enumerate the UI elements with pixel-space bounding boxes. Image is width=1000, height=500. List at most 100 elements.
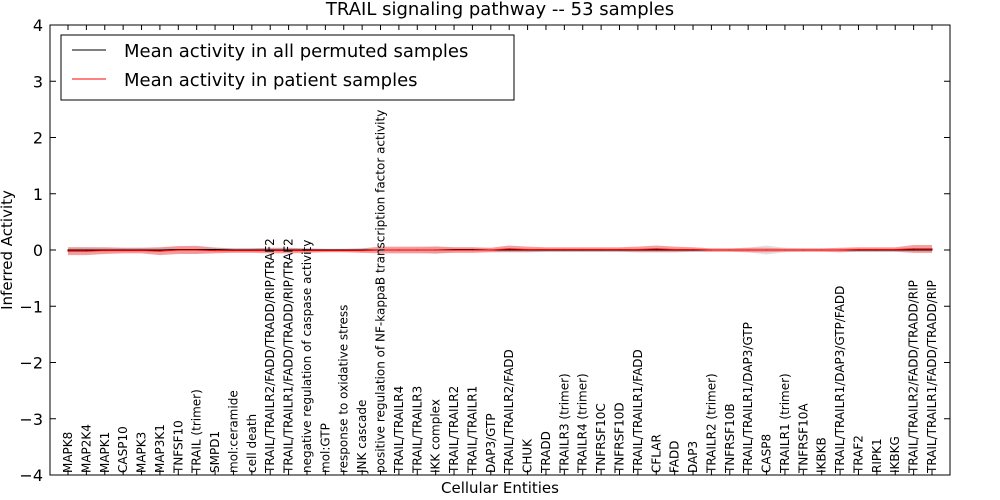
data-point	[379, 249, 382, 251]
data-point	[931, 249, 933, 251]
data-point	[269, 249, 271, 252]
data-point	[526, 248, 529, 251]
x-tick-label: response to oxidative stress	[337, 305, 351, 473]
y-tick-label: −3	[19, 410, 43, 429]
y-tick-label: −2	[19, 354, 43, 373]
data-point	[508, 249, 510, 251]
data-point	[765, 249, 768, 251]
series-line-patient	[68, 248, 932, 252]
data-point	[177, 249, 179, 251]
x-tick-label: MAPK1	[98, 432, 112, 473]
y-tick-label: −4	[19, 466, 43, 485]
data-point	[802, 249, 804, 251]
legend-label-patient: Mean activity in patient samples	[124, 70, 418, 91]
data-point	[655, 248, 657, 250]
y-tick-label: 4	[33, 16, 43, 35]
x-tick-label: TRAIL (trimer)	[190, 389, 204, 474]
data-point	[122, 249, 124, 252]
x-tick-label: TRAF2	[851, 435, 865, 474]
x-tick-label: TRAIL/TRAILR1/FADD/TRADD/RIP/TRAF2	[282, 238, 296, 474]
x-tick-label: mol:GTP	[318, 423, 332, 473]
data-point	[674, 248, 676, 251]
data-point	[453, 249, 455, 251]
data-point	[398, 249, 400, 251]
x-tick-label: TNFSF10	[171, 420, 185, 474]
x-tick-label: CFLAR	[649, 434, 663, 473]
x-tick-label: TRAIL/TRAILR2/FADD/TRADD/RIP	[907, 280, 921, 474]
x-tick-label: CASP10	[116, 426, 130, 473]
legend-label-permuted: Mean activity in all permuted samples	[124, 41, 468, 62]
series-lines	[67, 248, 933, 252]
x-tick-label: TRAILR1 (trimer)	[778, 373, 792, 474]
x-tick-label: TRAIL/TRAILR1	[465, 386, 479, 474]
x-tick-label: TRAIL/TRAILR3	[410, 386, 424, 474]
data-point	[435, 249, 437, 251]
data-point	[306, 249, 308, 252]
data-point	[913, 249, 915, 251]
data-point	[729, 249, 731, 251]
data-point	[67, 250, 69, 252]
data-point	[343, 249, 345, 252]
x-tick-label: MAPK3	[135, 432, 149, 473]
data-point	[85, 249, 87, 251]
data-point	[251, 249, 253, 252]
x-tick-label: TRAIL/TRAILR2/FADD/TRADD/RIP/TRAF2	[263, 238, 277, 474]
data-point	[324, 249, 326, 252]
y-tick-label: 3	[33, 72, 43, 91]
x-tick-label: TRADD	[539, 431, 553, 474]
data-point	[692, 248, 694, 251]
data-point	[85, 250, 87, 252]
x-tick-label: RIPK1	[870, 438, 884, 473]
data-point	[857, 248, 860, 251]
x-tick-label: negative regulation of caspase activity	[300, 240, 314, 473]
data-point	[600, 248, 602, 251]
data-point	[747, 249, 749, 251]
data-point	[618, 248, 621, 251]
x-tick-label: IKK complex	[429, 399, 443, 473]
data-point	[894, 248, 896, 251]
data-point	[104, 249, 106, 252]
x-tick-label: TRAILR4 (trimer)	[576, 373, 590, 474]
x-tick-label: TRAIL/TRAILR1/FADD/TRADD/RIP	[925, 280, 939, 474]
data-point	[710, 249, 713, 251]
x-tick-label: TNFRSF10A	[796, 403, 810, 474]
data-point	[214, 249, 216, 252]
data-point	[637, 248, 639, 251]
x-tick-label: IKBKG	[888, 436, 902, 473]
x-tick-label: TNFRSF10C	[594, 403, 608, 474]
x-tick-label: MAPK8	[61, 432, 75, 473]
data-point	[876, 248, 878, 251]
data-point	[839, 249, 841, 251]
x-tick-label: TRAILR3 (trimer)	[557, 373, 571, 474]
data-point	[913, 248, 915, 250]
x-tick-label: TRAIL/TRAILR4	[392, 386, 406, 474]
x-tick-label: DAP3/GTP	[484, 413, 498, 473]
data-point	[361, 249, 363, 252]
x-tick-label: TRAIL/TRAILR1/DAP3/GTP	[741, 322, 755, 474]
legend-box	[60, 34, 515, 101]
data-point	[214, 248, 216, 251]
data-point	[140, 249, 143, 252]
data-point	[821, 249, 823, 251]
x-tick-label: TRAIL/TRAILR2	[447, 386, 461, 474]
x-tick-label: positive regulation of NF-kappaB transcr…	[374, 110, 388, 473]
data-point	[287, 249, 290, 252]
x-tick-label: mol:ceramide	[226, 390, 240, 473]
data-point	[416, 249, 418, 251]
x-tick-label: SMPD1	[208, 431, 222, 473]
data-point	[508, 248, 510, 250]
x-tick-label: TRAIL/TRAILR2/FADD	[502, 349, 516, 474]
y-tick-label: 0	[33, 241, 43, 260]
data-point	[159, 250, 161, 252]
x-tick-label: MAP3K1	[153, 424, 167, 473]
x-tick-label: FADD	[668, 441, 682, 474]
x-tick-label: cell death	[245, 414, 259, 473]
x-tick-label: TRAILR2 (trimer)	[704, 373, 718, 474]
x-tick-label: IKBKB	[815, 437, 829, 473]
data-point	[545, 248, 547, 251]
x-tick-label: TRAIL/TRAILR1/FADD	[631, 349, 645, 474]
data-point	[471, 249, 474, 251]
